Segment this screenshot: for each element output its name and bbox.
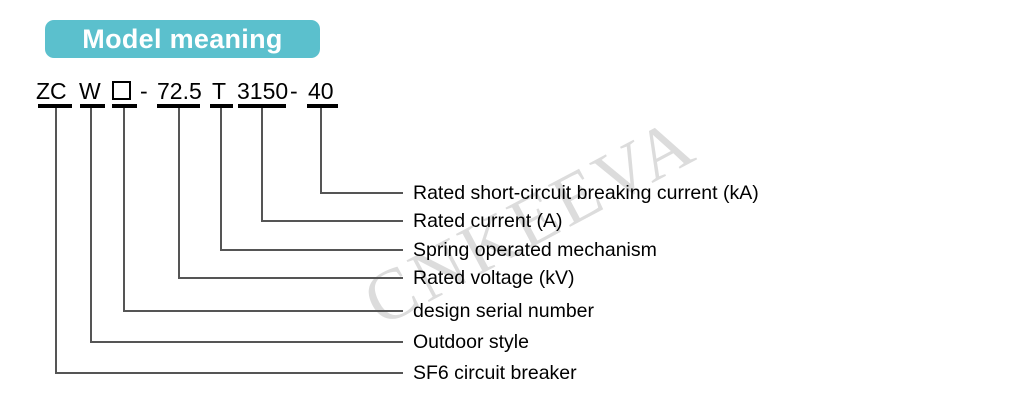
description-label-6: Outdoor style xyxy=(413,331,529,353)
code-segment-current: 3150 xyxy=(237,78,289,104)
code-placeholder-box xyxy=(112,81,131,101)
connector-vertical-2 xyxy=(261,108,263,222)
underline-bar-voltage xyxy=(157,104,200,108)
description-label-2: Rated current (A) xyxy=(413,210,563,232)
connector-vertical-3 xyxy=(220,108,222,251)
underline-bar-current xyxy=(238,104,286,108)
description-label-3: Spring operated mechanism xyxy=(413,239,657,261)
code-segment-breaking: 40 xyxy=(308,78,334,104)
code-separator-2: - xyxy=(290,78,298,104)
underline-bar-t xyxy=(210,104,233,108)
connector-vertical-6 xyxy=(90,108,92,343)
code-segment-voltage: 72.5 xyxy=(157,78,202,104)
connector-vertical-4 xyxy=(178,108,180,279)
underline-bar-box xyxy=(112,104,137,108)
connector-horizontal-2 xyxy=(261,220,403,222)
description-label-7: SF6 circuit breaker xyxy=(413,362,577,384)
code-segment-zc: ZC xyxy=(36,78,67,104)
connector-vertical-7 xyxy=(55,108,57,374)
title-badge-label: Model meaning xyxy=(82,23,283,54)
description-label-1: Rated short-circuit breaking current (kA… xyxy=(413,182,759,204)
connector-horizontal-7 xyxy=(55,372,403,374)
code-segment-box xyxy=(112,78,131,104)
description-label-4: Rated voltage (kV) xyxy=(413,267,575,289)
connector-vertical-1 xyxy=(320,108,322,194)
code-separator-1: - xyxy=(140,78,148,104)
underline-bar-w xyxy=(80,104,105,108)
underline-bar-breaking xyxy=(307,104,338,108)
connector-horizontal-4 xyxy=(178,277,403,279)
code-segment-t: T xyxy=(212,78,227,104)
code-segment-w: W xyxy=(79,78,101,104)
connector-horizontal-6 xyxy=(90,341,403,343)
underline-bar-zc xyxy=(38,104,72,108)
connector-horizontal-1 xyxy=(320,192,403,194)
title-badge: Model meaning xyxy=(45,20,320,58)
connector-horizontal-3 xyxy=(220,249,403,251)
connector-vertical-5 xyxy=(123,108,125,312)
connector-horizontal-5 xyxy=(123,310,403,312)
description-label-5: design serial number xyxy=(413,300,595,322)
